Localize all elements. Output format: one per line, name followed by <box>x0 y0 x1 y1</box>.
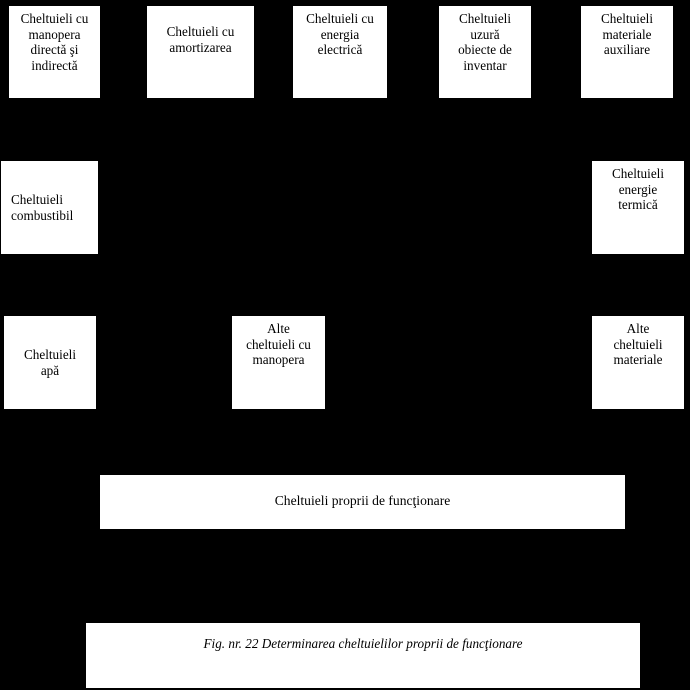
node-label: Cheltuieli combustibil <box>11 192 74 223</box>
node-alte-cheltuieli-materiale[interactable]: Alte cheltuieli materiale <box>591 315 685 410</box>
node-label: Cheltuieli cu manopera directă şi indire… <box>20 11 89 73</box>
node-cheltuieli-uzura-obiecte-inventar[interactable]: Cheltuieli uzură obiecte de inventar <box>438 5 532 99</box>
node-cheltuieli-energie-termica[interactable]: Cheltuieli energie termică <box>591 160 685 255</box>
node-label: Cheltuieli materiale auxiliare <box>600 11 653 57</box>
node-alte-cheltuieli-cu-manopera[interactable]: Alte cheltuieli cu manopera <box>231 315 326 410</box>
figure-caption-box: Fig. nr. 22 Determinarea cheltuielilor p… <box>85 622 641 689</box>
node-label: Cheltuieli cu energia electrică <box>306 11 374 57</box>
node-cheltuieli-proprii-de-functionare[interactable]: Cheltuieli proprii de funcţionare <box>99 474 626 530</box>
node-label: Cheltuieli apă <box>23 347 76 378</box>
node-cheltuieli-amortizarea[interactable]: Cheltuieli cu amortizarea <box>146 5 255 99</box>
node-label: Cheltuieli energie termică <box>611 166 664 212</box>
node-cheltuieli-materiale-auxiliare[interactable]: Cheltuieli materiale auxiliare <box>580 5 674 99</box>
node-cheltuieli-manopera-directa-indirecta[interactable]: Cheltuieli cu manopera directă şi indire… <box>8 5 101 99</box>
node-cheltuieli-combustibil[interactable]: Cheltuieli combustibil <box>0 160 99 255</box>
node-cheltuieli-apa[interactable]: Cheltuieli apă <box>3 315 97 410</box>
node-label: Cheltuieli cu amortizarea <box>166 24 235 55</box>
node-label: Cheltuieli uzură obiecte de inventar <box>458 11 512 73</box>
node-label: Cheltuieli proprii de funcţionare <box>274 493 451 508</box>
node-cheltuieli-energia-electrica[interactable]: Cheltuieli cu energia electrică <box>292 5 388 99</box>
node-label: Alte cheltuieli cu manopera <box>246 321 311 367</box>
node-label: Alte cheltuieli materiale <box>613 321 663 367</box>
figure-caption-text: Fig. nr. 22 Determinarea cheltuielilor p… <box>203 636 523 651</box>
